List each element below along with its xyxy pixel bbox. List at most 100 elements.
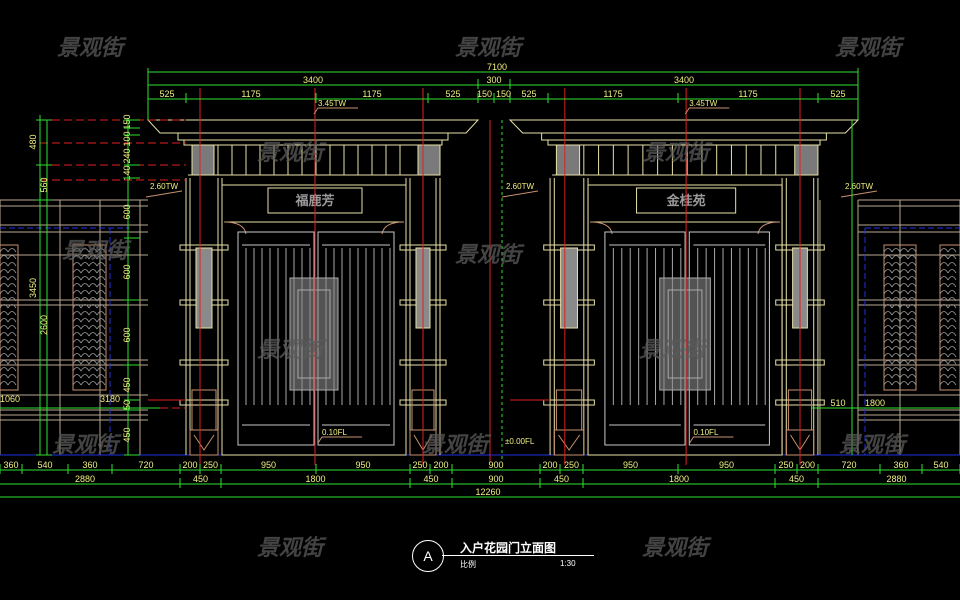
lattice-scale <box>947 353 957 358</box>
lattice-scale <box>947 346 957 351</box>
lattice-scale <box>80 248 90 253</box>
dimension-text: 525 <box>159 89 174 99</box>
lattice-scale <box>7 367 17 372</box>
pillar-base <box>555 389 583 431</box>
elevation-label: 3.45TW <box>318 99 346 108</box>
lattice-scale <box>899 381 909 386</box>
lattice-scale <box>907 276 917 281</box>
lattice-scale <box>0 367 9 372</box>
lattice-window <box>883 244 917 391</box>
lattice-scale <box>80 262 90 267</box>
dimension-text: 1800 <box>865 398 885 408</box>
scale-value: 1:30 <box>560 559 576 568</box>
lattice-scale <box>883 290 893 295</box>
vertical-dimension-text: 600 <box>122 204 132 219</box>
lattice-scale <box>907 283 917 288</box>
lattice-scale <box>72 381 82 386</box>
lattice-scale <box>939 360 949 365</box>
lattice-scale <box>883 269 893 274</box>
dimension-text: 950 <box>719 460 734 470</box>
lattice-scale <box>80 290 90 295</box>
lattice-scale <box>7 269 17 274</box>
dimension-text: 950 <box>261 460 276 470</box>
elevation-leader <box>689 436 734 444</box>
lattice-scale <box>907 339 917 344</box>
elevation-leader <box>145 190 183 198</box>
dimension-text: 1175 <box>738 89 757 99</box>
lattice-scale <box>72 262 82 267</box>
watermark: 景观街 <box>455 36 525 61</box>
door-rail <box>693 244 766 426</box>
lattice-scale <box>80 255 90 260</box>
vertical-dimension-text: 450 <box>122 377 132 392</box>
lattice-scale <box>883 304 893 309</box>
lattice-scale <box>891 367 901 372</box>
lattice-scale <box>883 262 893 267</box>
lattice-scale <box>891 374 901 379</box>
lattice-scale <box>88 269 98 274</box>
lattice-scale <box>907 325 917 330</box>
dimension-text: 450 <box>423 474 438 484</box>
elevation-label: 3.45TW <box>689 99 717 108</box>
dimension-text: 950 <box>623 460 638 470</box>
lattice-scale <box>0 325 9 330</box>
dimension-text: 3400 <box>303 75 323 85</box>
lattice-scale <box>883 318 893 323</box>
dimension-text: 540 <box>933 460 948 470</box>
elevation-leader <box>501 190 539 198</box>
lattice-scale <box>899 262 909 267</box>
drawing-title: 入户花园门立面图 <box>460 541 557 555</box>
carved-block <box>555 144 581 176</box>
lattice-scale <box>891 325 901 330</box>
lattice-scale <box>947 332 957 337</box>
lattice-scale <box>72 290 82 295</box>
lattice-scale <box>899 325 909 330</box>
lattice-scale <box>96 255 106 260</box>
lattice-scale <box>80 325 90 330</box>
lattice-scale <box>7 297 17 302</box>
watermark: 景观街 <box>639 338 709 363</box>
lattice-scale <box>72 346 82 351</box>
lattice-scale <box>7 346 17 351</box>
door-handle-frame <box>289 277 339 391</box>
lattice-scale <box>939 262 949 267</box>
dimension-text: 250 <box>412 460 427 470</box>
lattice-scale <box>899 283 909 288</box>
dimension-text: 1800 <box>669 474 689 484</box>
lattice-scale <box>947 374 957 379</box>
lattice-scale <box>80 269 90 274</box>
watermark: 景观街 <box>257 141 327 166</box>
lattice-scale <box>72 374 82 379</box>
lattice-scale <box>939 381 949 386</box>
lattice-scale <box>939 353 949 358</box>
lattice-scale <box>88 353 98 358</box>
lattice-scale <box>0 297 9 302</box>
dimension-text: 250 <box>203 460 218 470</box>
lattice-scale <box>88 381 98 386</box>
lattice-scale <box>72 367 82 372</box>
door-handle-frame <box>659 277 711 391</box>
lattice-scale <box>907 248 917 253</box>
lattice-scale <box>7 290 17 295</box>
lattice-scale <box>899 367 909 372</box>
lattice-scale <box>96 325 106 330</box>
dimension-text: 510 <box>830 398 845 408</box>
lattice-scale <box>939 297 949 302</box>
watermark: 景观街 <box>455 243 525 268</box>
lattice-scale <box>939 290 949 295</box>
lattice-scale <box>7 304 17 309</box>
elevation-leader <box>313 107 358 115</box>
lattice-scale <box>7 255 17 260</box>
lattice-scale <box>96 346 106 351</box>
watermark: 景观街 <box>52 433 122 458</box>
lattice-scale <box>883 374 893 379</box>
lattice-scale <box>907 374 917 379</box>
lattice-scale <box>88 248 98 253</box>
lattice-scale <box>883 339 893 344</box>
lattice-scale <box>891 353 901 358</box>
lattice-scale <box>947 248 957 253</box>
lattice-scale <box>88 304 98 309</box>
pillar-band <box>179 399 229 406</box>
lattice-scale <box>0 283 9 288</box>
lattice-scale <box>939 374 949 379</box>
